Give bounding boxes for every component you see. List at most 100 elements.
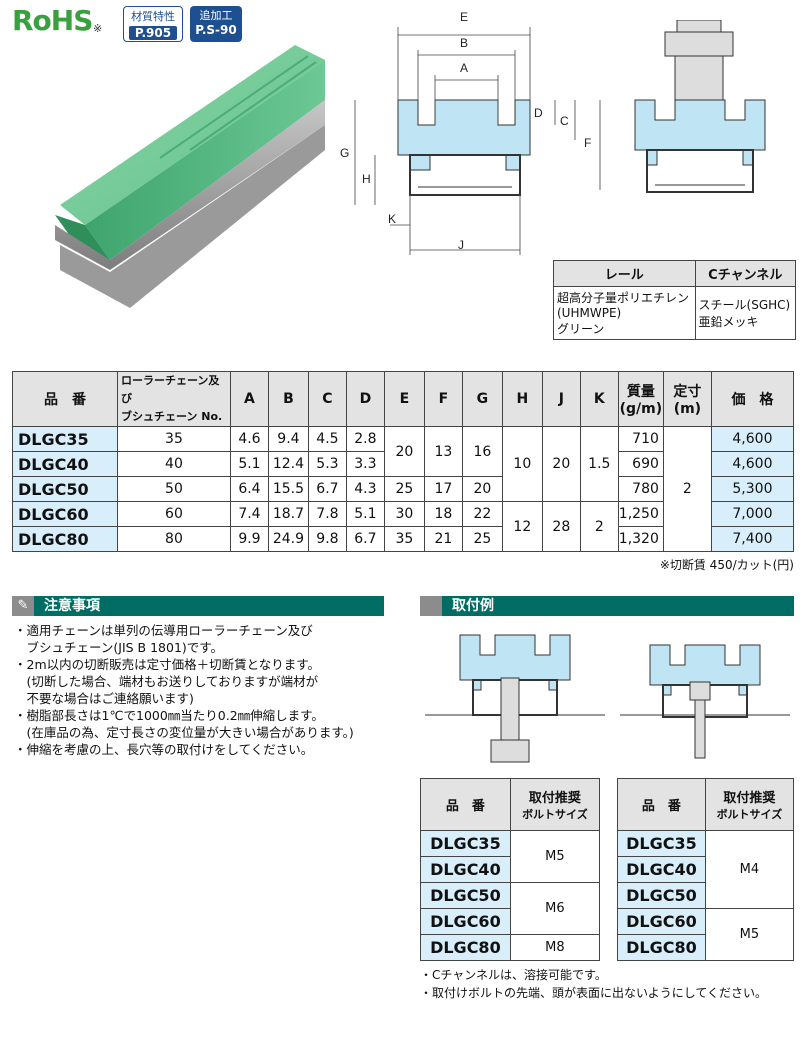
rail-material-line: グリーン bbox=[557, 322, 605, 336]
spec-head-mass: 質量 (g/m) bbox=[617, 371, 664, 427]
spec-head-k: K bbox=[579, 371, 619, 427]
dim-k: 1.5 bbox=[579, 426, 619, 502]
price: 7,400 bbox=[710, 526, 795, 552]
material-property-badge[interactable]: 材質特性 P.905 bbox=[123, 6, 183, 42]
dim-label-b: B bbox=[460, 36, 468, 50]
mounting-note: ・Cチャンネルは、溶接可能です。 bbox=[420, 968, 607, 982]
rohs-logo: RoHS bbox=[12, 4, 93, 37]
dim-f: 13 bbox=[423, 426, 463, 477]
dim-a: 6.4 bbox=[229, 476, 269, 502]
dimension-diagram: E B A D C G F H K J bbox=[340, 10, 601, 255]
dim-label-c: C bbox=[560, 114, 569, 128]
dim-c: 7.8 bbox=[307, 501, 347, 527]
spec-head-mass-l2: (g/m) bbox=[619, 401, 663, 417]
material-header-channel: Cチャンネル bbox=[694, 260, 797, 287]
dim-k: 2 bbox=[579, 501, 619, 552]
table-row: DLGC80 80 9.9 24.9 9.8 6.7 35 21 25 1,32… bbox=[12, 526, 795, 552]
dim-g: 20 bbox=[461, 476, 503, 502]
rail-material: 超高分子量ポリエチレン (UHMWPE) グリーン bbox=[553, 286, 696, 340]
part-number: DLGC40 bbox=[12, 451, 118, 477]
rail-material-line: 超高分子量ポリエチレン bbox=[557, 291, 690, 305]
bolt-head-size-l1: 取付推奨 bbox=[528, 791, 581, 806]
spec-head-e: E bbox=[383, 371, 425, 427]
additional-processing-badge[interactable]: 追加工 P.S-90 bbox=[190, 6, 242, 42]
rohs-note-mark: ※ bbox=[93, 22, 103, 35]
badge-add-page: P.S-90 bbox=[195, 23, 237, 37]
dim-c: 5.3 bbox=[307, 451, 347, 477]
pencil-icon: ✎ bbox=[12, 596, 34, 616]
part-number: DLGC35 bbox=[420, 830, 511, 857]
part-number: DLGC35 bbox=[12, 426, 118, 452]
part-number: DLGC80 bbox=[12, 526, 118, 552]
spec-head-chain-l1: ローラーチェーン及び bbox=[120, 374, 220, 405]
assembly-side-view bbox=[634, 20, 766, 193]
bolt-head-part: 品 番 bbox=[420, 778, 511, 831]
table-row: DLGC80 bbox=[617, 934, 794, 961]
bolt-head-size: 取付推奨 ボルトサイズ bbox=[509, 778, 601, 831]
dim-f: 17 bbox=[423, 476, 463, 502]
badge-add-label: 追加工 bbox=[199, 9, 233, 22]
dim-e: 20 bbox=[383, 426, 425, 477]
bolt-size: M8 bbox=[509, 934, 601, 961]
dim-b: 18.7 bbox=[267, 501, 309, 527]
product-photo bbox=[55, 45, 325, 308]
dim-label-f: F bbox=[584, 136, 591, 150]
chain-no: 60 bbox=[116, 501, 231, 527]
spec-head-length-l2: (m) bbox=[673, 401, 702, 417]
part-number: DLGC40 bbox=[617, 856, 706, 883]
dim-d: 2.8 bbox=[345, 426, 385, 452]
chain-no: 40 bbox=[116, 451, 231, 477]
part-number: DLGC50 bbox=[420, 882, 511, 909]
dim-e: 25 bbox=[383, 476, 425, 502]
dim-e: 35 bbox=[383, 526, 425, 552]
mounting-title: 取付例 bbox=[452, 598, 494, 614]
dim-d: 5.1 bbox=[345, 501, 385, 527]
table-row: DLGC60 bbox=[420, 908, 600, 935]
dim-h: 10 bbox=[501, 426, 543, 502]
table-row: DLGC40 bbox=[420, 856, 600, 883]
dim-d: 6.7 bbox=[345, 526, 385, 552]
material-header-rail: レール bbox=[553, 260, 696, 287]
price: 7,000 bbox=[710, 501, 795, 527]
table-row: DLGC60 60 7.4 18.7 7.8 5.1 30 18 22 12 2… bbox=[12, 501, 795, 552]
dim-label-j: J bbox=[458, 238, 464, 252]
price: 5,300 bbox=[710, 476, 795, 502]
mounting-notes: ・Cチャンネルは、溶接可能です。 ・取付けボルトの先端、頭が表面に出ないようにし… bbox=[420, 966, 767, 1002]
dim-e: 30 bbox=[383, 501, 425, 527]
dim-a: 9.9 bbox=[229, 526, 269, 552]
chain-no: 35 bbox=[116, 426, 231, 452]
spec-head-h: H bbox=[501, 371, 543, 427]
caution-line: ・2m以内の切断販売は定寸価格＋切断賃となります。 bbox=[14, 657, 321, 672]
spec-head-price: 価 格 bbox=[710, 371, 795, 427]
section-marker-icon bbox=[420, 596, 442, 616]
standard-length: 2 bbox=[662, 426, 712, 552]
spec-head-a: A bbox=[229, 371, 269, 427]
dim-d: 3.3 bbox=[345, 451, 385, 477]
table-row: DLGC40 bbox=[617, 856, 794, 883]
caution-line: ・伸縮を考慮の上、長穴等の取付けをしてください。 bbox=[14, 742, 314, 757]
table-row: DLGC35 35 4.6 9.4 4.5 2.8 20 13 16 10 20… bbox=[12, 426, 795, 552]
dim-b: 9.4 bbox=[267, 426, 309, 452]
spec-head-mass-l1: 質量 bbox=[626, 384, 655, 400]
material-table: レール Cチャンネル 超高分子量ポリエチレン (UHMWPE) グリーン スチー… bbox=[553, 260, 797, 340]
spec-head-chain: ローラーチェーン及び ブシュチェーン No. bbox=[116, 371, 231, 427]
dim-f: 18 bbox=[423, 501, 463, 527]
caution-line: ・樹脂部長さは1℃で1000㎜当たり0.2㎜伸縮します。 bbox=[14, 708, 324, 723]
dim-c: 6.7 bbox=[307, 476, 347, 502]
dim-a: 5.1 bbox=[229, 451, 269, 477]
badge-spec-page: P.905 bbox=[129, 26, 177, 40]
dim-g: 22 bbox=[461, 501, 503, 527]
dim-j: 28 bbox=[541, 501, 581, 552]
bolt-head-part: 品 番 bbox=[617, 778, 706, 831]
spec-table: 品 番 ローラーチェーン及び ブシュチェーン No. A B C D E F G… bbox=[12, 371, 795, 552]
mounting-example-right bbox=[620, 644, 790, 759]
channel-material-line: スチール(SGHC) bbox=[698, 298, 791, 312]
dim-label-k: K bbox=[388, 212, 396, 226]
spec-head-f: F bbox=[423, 371, 463, 427]
spec-head-c: C bbox=[307, 371, 347, 427]
channel-material-line: 亜鉛メッキ bbox=[698, 315, 759, 329]
